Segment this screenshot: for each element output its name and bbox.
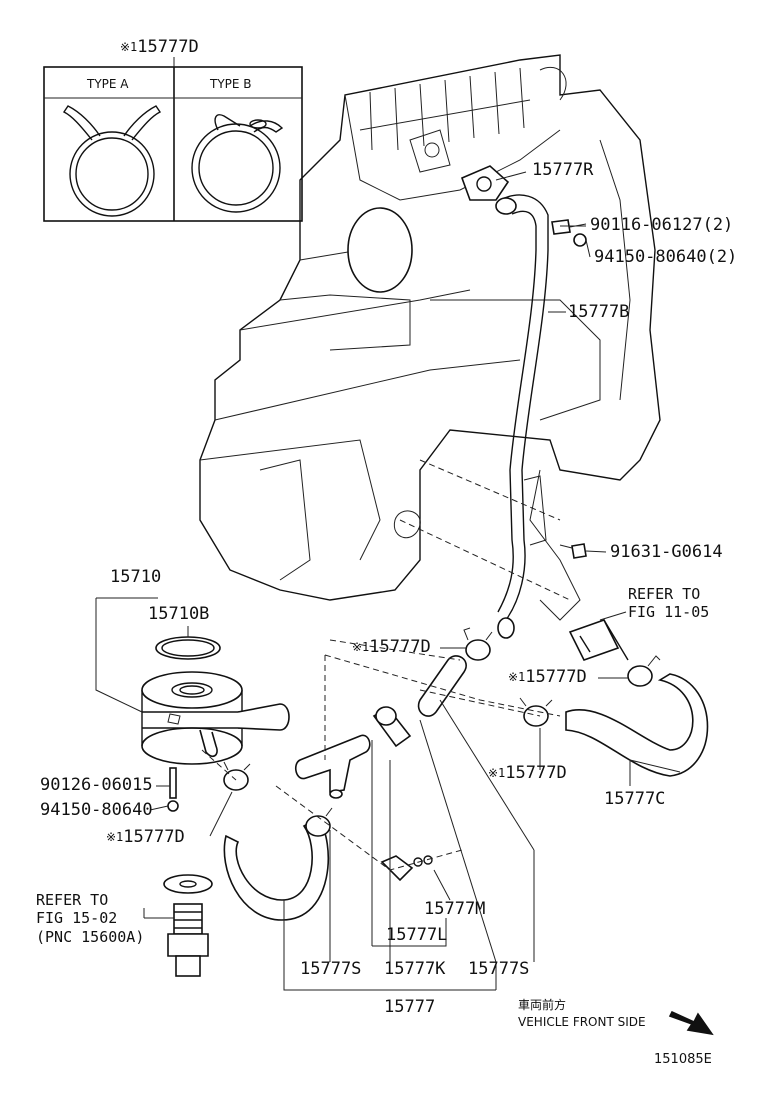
vehicle-front-en: VEHICLE FRONT SIDE	[518, 1015, 646, 1029]
label-91631-G0614: 91631-G0614	[610, 542, 723, 562]
label-15777L: 15777L	[386, 925, 448, 945]
type-a-label: TYPE A	[87, 77, 129, 91]
label-15777D-top: ※115777D	[352, 637, 431, 657]
hose-15777C	[565, 673, 709, 777]
clip-type-a-icon	[62, 105, 162, 217]
label-15777B: 15777B	[568, 302, 630, 322]
type-b-label: TYPE B	[210, 77, 252, 91]
sensor-icon	[568, 619, 629, 661]
ref-fig-11-05-line1: REFER TO	[628, 585, 701, 603]
clip-type-inset	[43, 57, 303, 222]
pipe-15777B	[495, 194, 549, 639]
hose-15777S-right	[417, 655, 467, 717]
label-15777M: 15777M	[424, 899, 486, 919]
label-15777D-right: ※115777D	[508, 667, 587, 687]
clip-15777D-top-icon	[463, 627, 493, 661]
nut-94150-icon	[573, 233, 587, 247]
clip-15777D-mid-icon	[519, 697, 553, 727]
label-90126-06015: 90126-06015	[40, 775, 153, 795]
tee-15777K	[294, 734, 371, 799]
clip-15777D-center-icon	[375, 706, 397, 726]
dashed-lines	[201, 459, 571, 871]
mark-note: ※1	[120, 40, 138, 54]
vehicle-front-jp: 車両前方	[518, 998, 567, 1012]
label-94150-80640: 94150-80640	[40, 800, 153, 820]
clip-type-b-icon	[191, 114, 284, 213]
figure-id: 151085E	[654, 1052, 712, 1067]
engine-block	[199, 54, 661, 621]
label-94150-80640-2: 94150-80640(2)	[594, 247, 738, 267]
label-15777S-right: 15777S	[468, 959, 530, 979]
ref-fig-11-05-line2: FIG 11-05	[628, 603, 710, 621]
label-15777K: 15777K	[384, 959, 446, 979]
label-15777D-left: ※115777D	[106, 827, 185, 847]
label-15710B: 15710B	[148, 604, 210, 624]
union-bolt-icon	[163, 874, 213, 977]
label-90116-06127: 90116-06127(2)	[590, 215, 734, 235]
label-15710: 15710	[110, 567, 162, 587]
bolt-90116-icon	[551, 219, 587, 235]
label-15777: 15777	[384, 997, 436, 1017]
ref-fig-15-02-line3: (PNC 15600A)	[36, 928, 145, 946]
bolt-90126-icon	[167, 767, 179, 812]
clip-15777D-left-icon	[223, 761, 251, 791]
ref-fig-15-02-line2: FIG 15-02	[36, 909, 118, 927]
leader-lines	[95, 171, 681, 991]
gasket-15777R	[460, 165, 510, 201]
label-15777S-left: 15777S	[300, 959, 362, 979]
clip-15777D-right-icon	[627, 655, 661, 687]
inset-title: ※115777D	[120, 37, 199, 57]
label-15777D-mid: ※115777D	[488, 763, 567, 783]
ref-fig-15-02-line1: REFER TO	[36, 891, 109, 909]
vehicle-front-arrow-icon	[668, 1010, 714, 1036]
oil-cooler-15710	[141, 671, 290, 765]
bolt-91631-icon	[559, 543, 587, 559]
label-15777C: 15777C	[604, 789, 666, 809]
label-15777R: 15777R	[532, 160, 594, 180]
clip-15777D-lower-icon	[305, 807, 333, 837]
